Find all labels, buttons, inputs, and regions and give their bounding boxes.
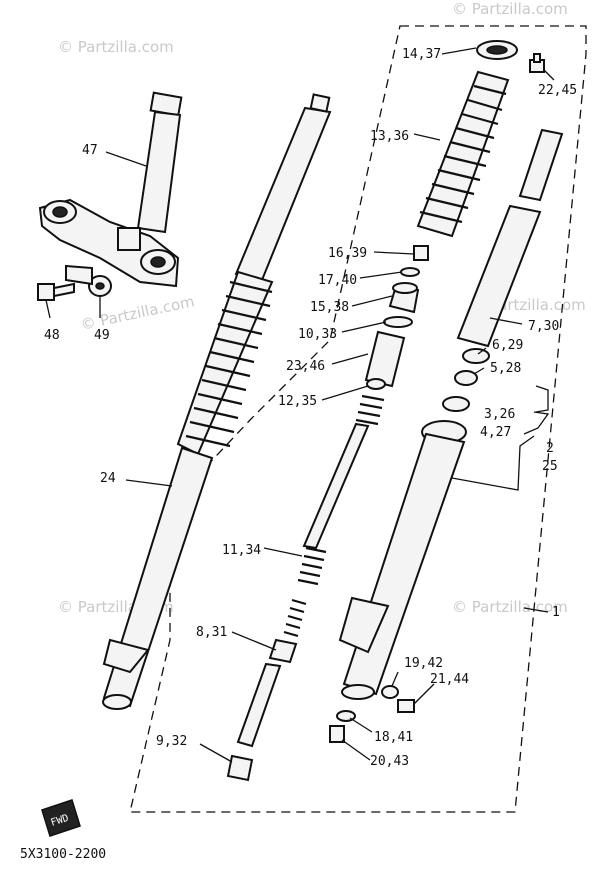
callout-3-26: 3,26 [484,407,515,422]
damper-rod-top [302,394,385,550]
callout-11-34: 11,34 [222,543,261,558]
callout-12-35: 12,35 [278,394,317,409]
steering-stem-clamp [38,91,183,288]
callout-49: 49 [94,328,110,343]
callout-48: 48 [44,328,60,343]
drain-washer-19 [381,685,399,699]
clamp-washer-49 [65,264,112,297]
callout-9-32: 9,32 [156,734,187,749]
callout-16-39: 16,39 [328,246,367,261]
spacer-23 [364,330,406,388]
outer-tube-2 [338,420,467,700]
leader-lines [45,47,555,763]
callout-21-44: 21,44 [430,672,469,687]
watermark: © Partzilla.com [452,598,568,616]
callout-20-43: 20,43 [370,754,409,769]
callout-1: 1 [552,605,560,620]
callout-2: 2 [546,441,554,456]
o-ring-17 [400,267,420,277]
callout-22-45: 22,45 [538,83,577,98]
fork-spring-11 [297,546,327,586]
callout-10-33: 10,33 [298,327,337,342]
callout-13-36: 13,36 [370,129,409,144]
inner-tube-7 [456,128,564,348]
drain-bolt-21 [397,699,415,713]
callout-5-28: 5,28 [490,361,521,376]
callout-23-46: 23,46 [286,359,325,374]
washer-3 [442,396,470,412]
air-bleed-screw-22 [529,53,545,73]
callout-labels: 14,37 22,45 13,36 47 16,39 17,40 15,38 1… [44,47,577,769]
callout-25: 25 [542,459,558,474]
damper-rod-8 [236,598,307,748]
callout-14-37: 14,37 [402,47,441,62]
callout-7-30: 7,30 [528,319,559,334]
oil-lock-piece-9 [226,754,254,782]
pinch-bolt-48 [37,282,75,301]
watermark: © Partzilla.com [58,38,174,56]
left-fork-assembly [102,93,332,710]
callout-8-31: 8,31 [196,625,227,640]
callout-4-27: 4,27 [480,425,511,440]
oil-seal-6 [462,348,490,364]
callout-47: 47 [82,143,98,158]
left-fork-boot-coil [185,280,273,448]
spring-seat-12 [366,378,386,390]
callout-6-29: 6,29 [492,338,523,353]
callout-15-38: 15,38 [310,300,349,315]
dust-boot-13 [416,70,510,238]
diagram-code: 5X3100-2200 [20,847,106,862]
watermark: © Partzilla.com [452,0,568,18]
callout-18-41: 18,41 [374,730,413,745]
dust-seal-14 [476,40,518,60]
callout-19-42: 19,42 [404,656,443,671]
assembly-outline [129,25,587,813]
cap-15 [388,282,420,314]
o-ring-10 [383,316,413,328]
cap-bolt-16 [413,245,429,261]
fwd-text: FWD [50,813,71,829]
bolt-20 [329,725,345,743]
fwd-arrow-badge: FWD [41,799,81,837]
callout-17-40: 17,40 [318,273,357,288]
clip-5 [454,370,478,386]
callout-24: 24 [100,471,116,486]
